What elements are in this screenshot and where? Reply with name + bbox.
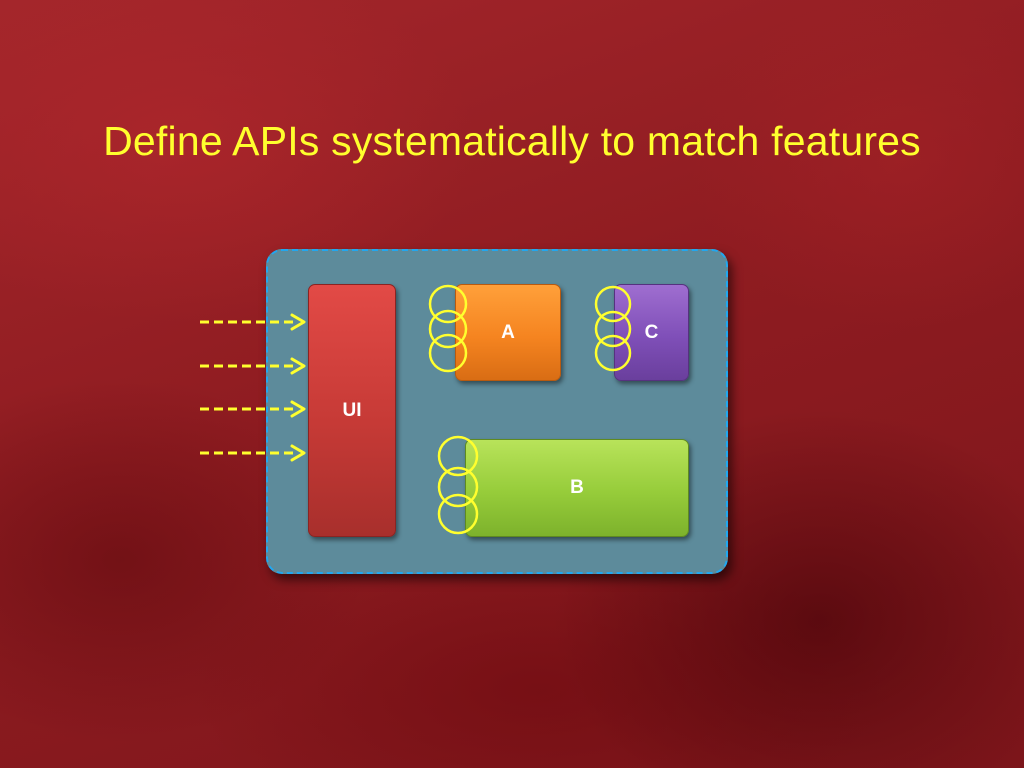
component-a-api-ring — [428, 309, 468, 349]
ui-block: UI — [308, 284, 396, 537]
api-interface-rings — [428, 284, 632, 535]
incoming-arrow — [200, 444, 306, 462]
component-c-api-ring — [594, 310, 632, 348]
slide-title: Define APIs systematically to match feat… — [103, 118, 921, 164]
component-a-api-ring — [428, 333, 468, 373]
component-a-api-ring — [428, 284, 468, 324]
component-b-api-ring — [437, 466, 479, 508]
component-c-api-ring — [594, 334, 632, 372]
incoming-arrow — [200, 357, 306, 375]
component-b-block: B — [465, 439, 689, 537]
component-b-api-ring — [437, 493, 479, 535]
incoming-arrows — [200, 313, 306, 462]
incoming-arrow — [200, 313, 306, 331]
component-b-api-ring — [437, 435, 479, 477]
incoming-arrow — [200, 400, 306, 418]
component-c-api-ring — [594, 285, 632, 323]
